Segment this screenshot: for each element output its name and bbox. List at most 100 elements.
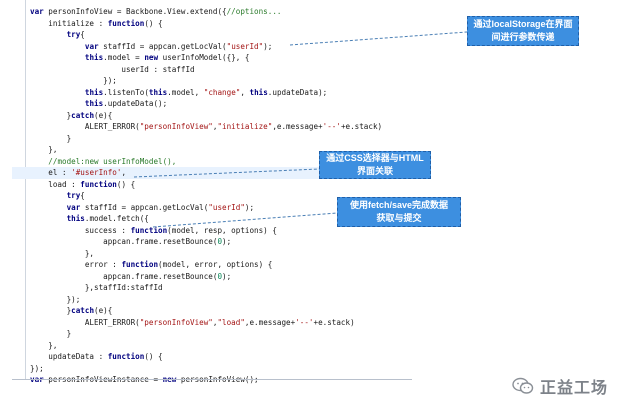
code-editor: var personInfoView = Backbone.View.exten… bbox=[12, 0, 422, 384]
callout-text: 获取与提交 bbox=[376, 213, 422, 223]
code-token: "initialize" bbox=[217, 122, 273, 131]
code-token: userInfoModel({}, { bbox=[162, 53, 250, 62]
code-token bbox=[30, 214, 67, 223]
code-token: var bbox=[30, 7, 49, 16]
code-token: .updateData); bbox=[267, 87, 328, 97]
code-token: } bbox=[30, 110, 72, 120]
code-token: ); bbox=[244, 202, 255, 212]
code-token bbox=[30, 157, 48, 166]
code-line: try{ bbox=[12, 29, 85, 41]
code-line: }, bbox=[12, 144, 57, 156]
code-token: .listenTo( bbox=[103, 87, 149, 97]
code-token: .model, bbox=[167, 87, 204, 97]
code-token: "personInfoView" bbox=[139, 122, 213, 131]
code-token: }); bbox=[30, 294, 81, 304]
code-line: appcan.frame.resetBounce(0); bbox=[12, 236, 231, 248]
editor-divider bbox=[12, 379, 412, 380]
code-token: 0 bbox=[217, 271, 223, 281]
code-token: staffId = appcan.getLocVal( bbox=[103, 41, 227, 51]
code-token: ,e.message+ bbox=[244, 317, 296, 327]
code-token: this bbox=[148, 87, 168, 97]
code-token: personInfoView = Backbone.View.extend({ bbox=[48, 7, 227, 16]
callout-text: 使用fetch/save完成数据 bbox=[349, 200, 449, 210]
code-token: }); bbox=[30, 363, 44, 373]
code-token: this bbox=[84, 53, 104, 62]
code-token: }); bbox=[30, 76, 117, 85]
code-line: }); bbox=[12, 75, 117, 87]
code-token: { bbox=[80, 191, 85, 200]
code-token: //options... bbox=[226, 7, 282, 16]
code-line: this.model.fetch({ bbox=[12, 213, 149, 225]
code-token: () { bbox=[144, 18, 163, 28]
code-token: function bbox=[130, 225, 168, 235]
code-token: "personInfoView" bbox=[139, 317, 213, 327]
code-token: ,e.message+ bbox=[272, 122, 323, 131]
callout-text: 通过localStorage在界面 bbox=[473, 19, 573, 29]
code-token: +e.stack) bbox=[313, 317, 355, 327]
code-token bbox=[30, 42, 85, 51]
code-token: appcan.frame.resetBounce( bbox=[30, 271, 218, 281]
code-token: { bbox=[80, 30, 85, 39]
code-token: load : bbox=[30, 179, 81, 189]
code-token: , bbox=[240, 87, 250, 97]
code-token: function bbox=[80, 179, 117, 189]
code-token: ); bbox=[222, 237, 232, 246]
code-line: userId : staffId bbox=[12, 64, 195, 76]
code-token: (model, error, options) { bbox=[158, 260, 273, 269]
code-line: appcan.frame.resetBounce(0); bbox=[12, 271, 231, 283]
code-token bbox=[30, 53, 85, 62]
code-token bbox=[30, 203, 67, 212]
code-token: }, bbox=[30, 340, 58, 350]
code-line: }catch(e){ bbox=[12, 110, 113, 122]
code-line: } bbox=[12, 133, 72, 145]
code-token: ALERT_ERROR( bbox=[30, 122, 140, 131]
code-token: +e.stack) bbox=[340, 122, 383, 131]
code-token: userId : staffId bbox=[30, 64, 195, 74]
code-line: success : function(model, resp, options)… bbox=[12, 225, 277, 237]
code-token: "userId" bbox=[226, 41, 264, 51]
code-line: }); bbox=[12, 294, 81, 306]
code-token: try bbox=[66, 191, 81, 200]
editor-gutter bbox=[12, 0, 26, 380]
code-line: var staffId = appcan.getLocVal("userId")… bbox=[12, 41, 272, 53]
code-token: .model.fetch({ bbox=[84, 214, 149, 223]
code-token: new bbox=[144, 53, 163, 62]
code-token: .model = bbox=[103, 53, 145, 62]
code-token: catch bbox=[71, 306, 95, 315]
code-line: }, bbox=[12, 248, 94, 260]
code-token bbox=[30, 30, 67, 39]
code-token: "change" bbox=[203, 87, 241, 97]
code-token: (e){ bbox=[94, 110, 113, 120]
code-line: this.model = new userInfoModel({}, { bbox=[12, 52, 250, 64]
code-token: function bbox=[121, 260, 159, 269]
callout-text: 间进行参数传递 bbox=[491, 32, 555, 42]
code-token bbox=[30, 99, 85, 108]
code-token: , bbox=[212, 317, 218, 327]
code-token: try bbox=[66, 30, 81, 39]
code-token: (model, resp, options) { bbox=[167, 225, 277, 235]
callout-localstorage: 通过localStorage在界面 间进行参数传递 bbox=[467, 16, 579, 46]
code-token: (e){ bbox=[94, 306, 113, 315]
code-line: ALERT_ERROR("personInfoView","initialize… bbox=[12, 121, 382, 133]
code-token: }, bbox=[30, 145, 58, 154]
code-token: ); bbox=[263, 41, 273, 51]
code-line: ALERT_ERROR("personInfoView","load",e.me… bbox=[12, 317, 355, 329]
code-token: } bbox=[30, 329, 72, 338]
code-token: '#userInfo' bbox=[71, 168, 122, 177]
code-line: }, bbox=[12, 340, 57, 352]
code-token: el : bbox=[30, 168, 72, 177]
code-token: '--' bbox=[322, 122, 341, 131]
watermark-text: 正益工场 bbox=[540, 380, 609, 397]
code-token bbox=[30, 191, 67, 200]
code-line: }); bbox=[12, 363, 44, 375]
code-token: function bbox=[107, 352, 145, 361]
code-line: var personInfoView = Backbone.View.exten… bbox=[12, 6, 281, 18]
callout-fetch-save: 使用fetch/save完成数据 获取与提交 bbox=[337, 197, 461, 227]
code-token: error : bbox=[30, 260, 122, 269]
code-token: appcan.frame.resetBounce( bbox=[30, 237, 218, 246]
code-token: } bbox=[30, 133, 72, 143]
code-line: error : function(model, error, options) … bbox=[12, 259, 272, 271]
code-token: },staffId:staffId bbox=[30, 283, 163, 292]
code-line: this.updateData(); bbox=[12, 98, 167, 110]
code-line: var staffId = appcan.getLocVal("userId")… bbox=[12, 202, 254, 214]
